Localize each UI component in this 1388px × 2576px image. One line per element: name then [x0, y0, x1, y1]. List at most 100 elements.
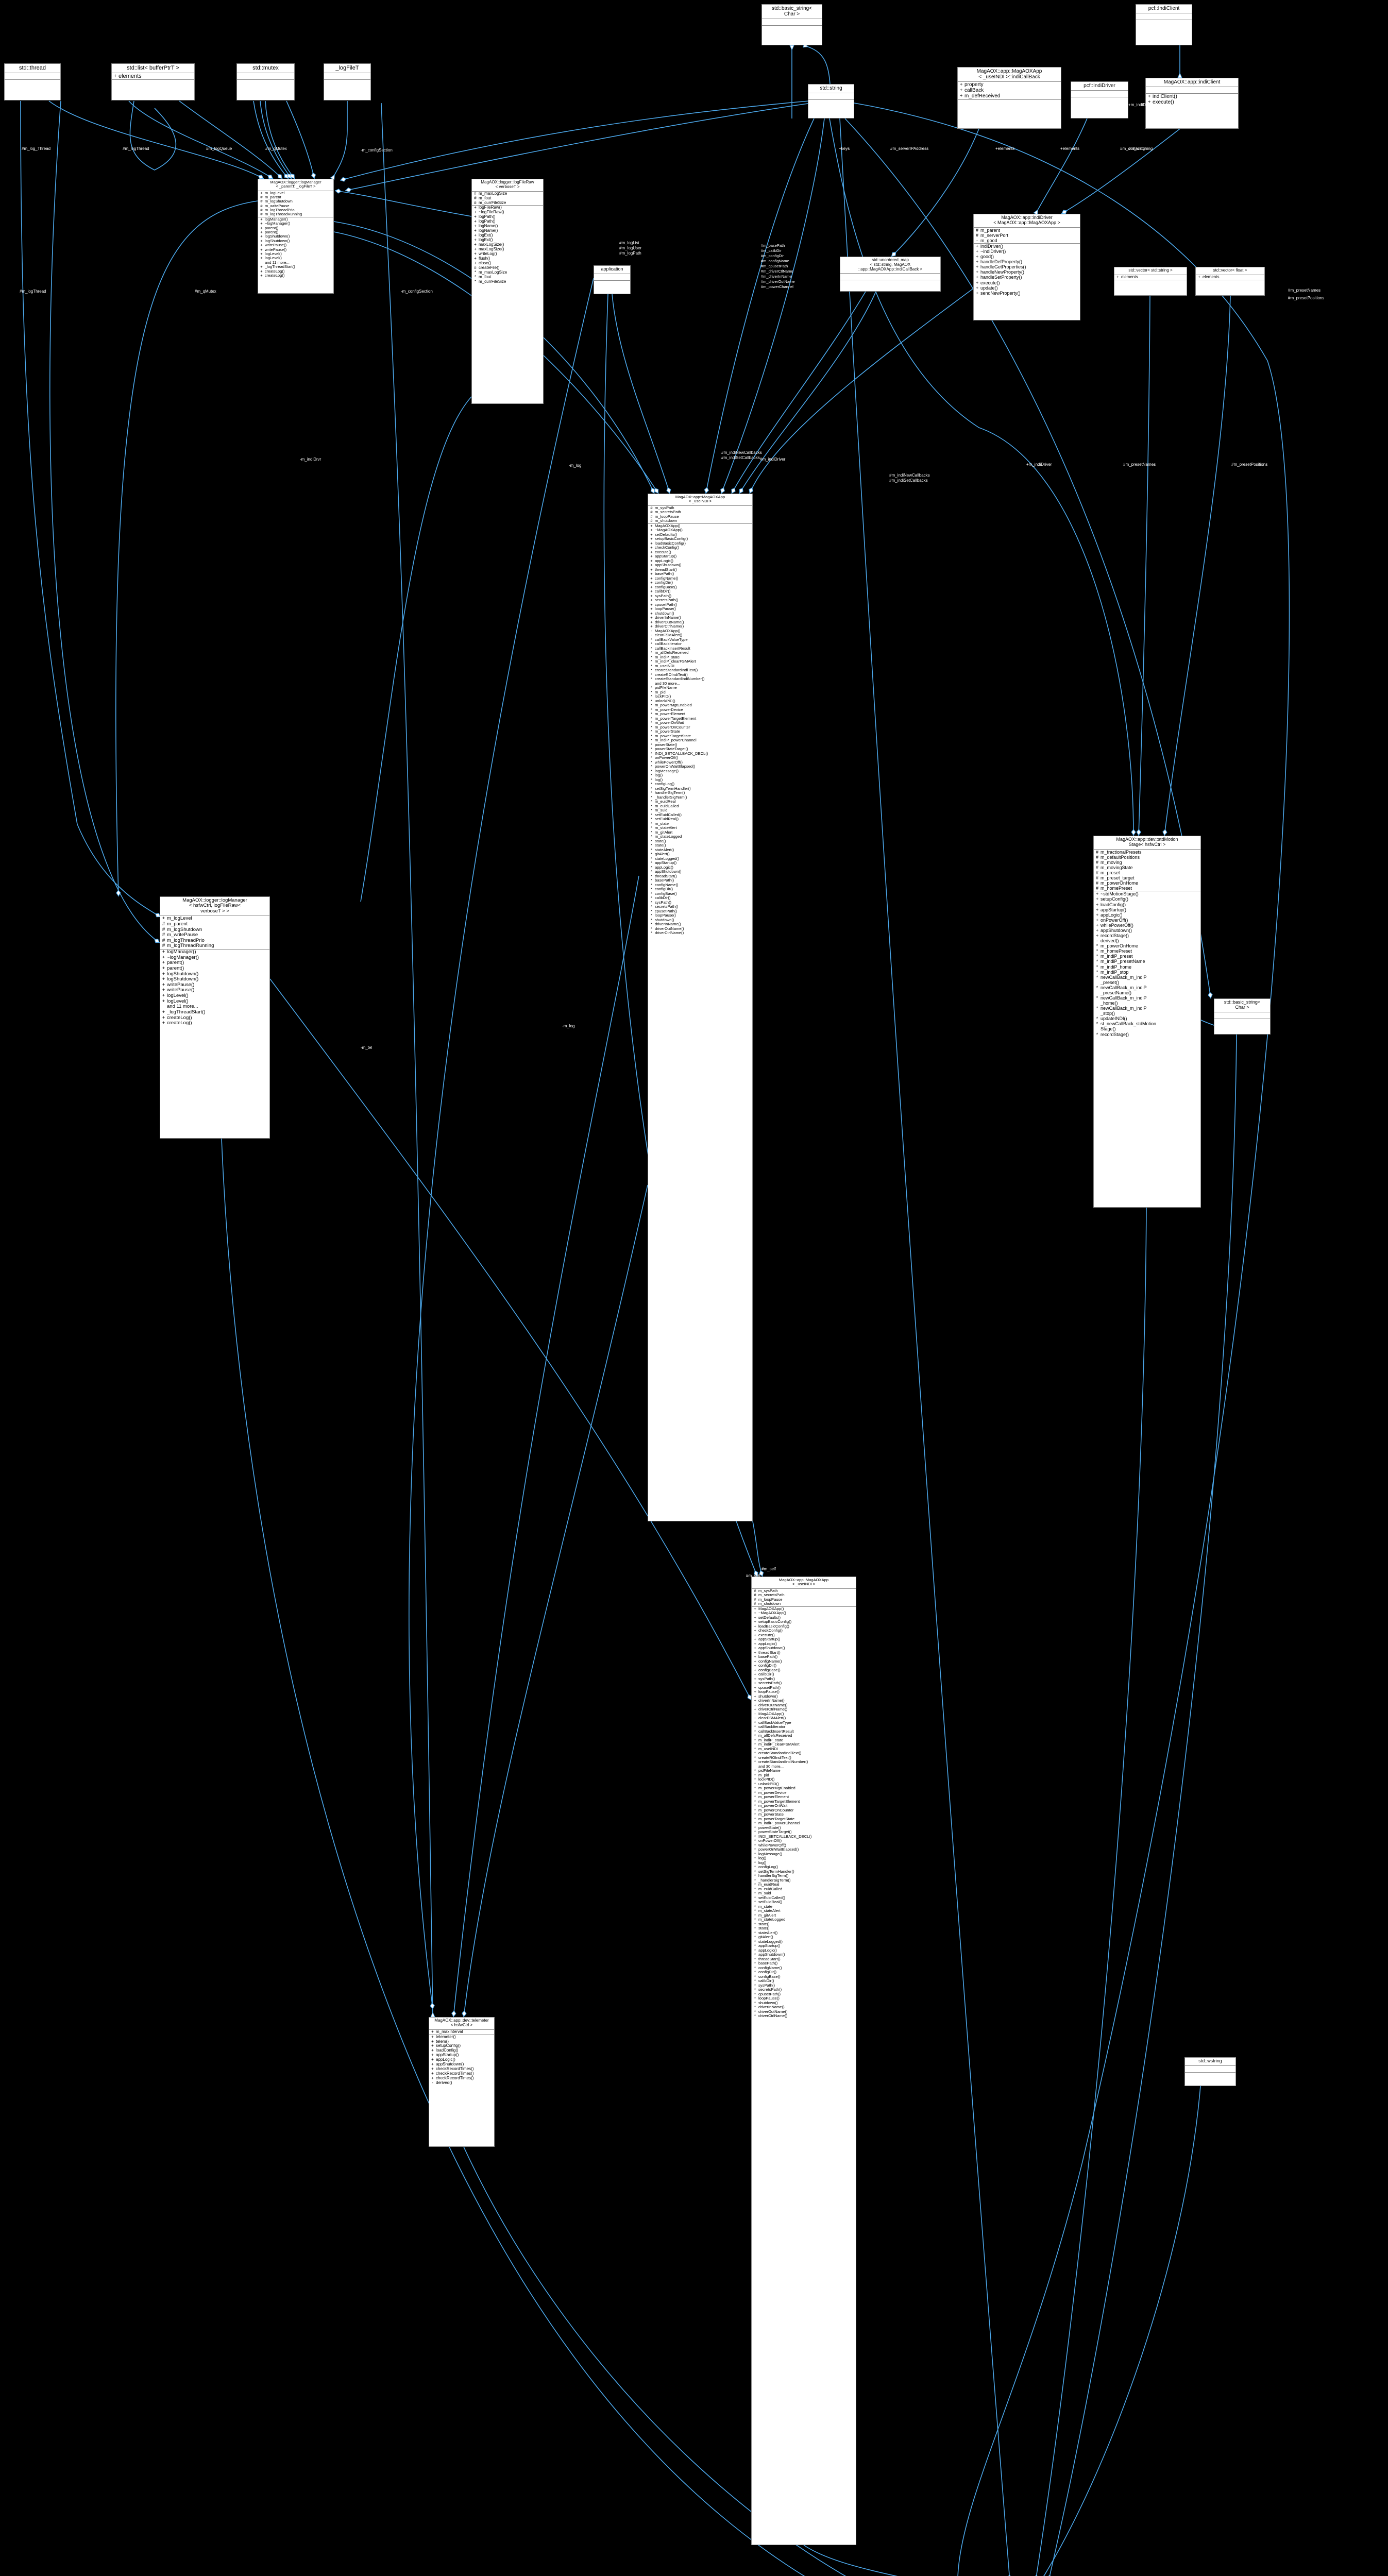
member-name: m_loopPause: [758, 1597, 783, 1602]
class-node-magaoxapp-bottom[interactable]: MagAOX::app::MagAOXApp < _useINDI >#m_sy…: [751, 1577, 856, 2545]
member-row: +elements: [112, 73, 194, 79]
attribute-section: +m_logLevel#m_parent#m_logShutdown#m_wri…: [160, 916, 269, 950]
member-name: logMessage(): [758, 1852, 783, 1856]
member-row: *log(): [752, 1860, 856, 1866]
member-name: threadStart(): [758, 1957, 781, 1961]
member-row: *stateLogged(): [752, 1939, 856, 1944]
member-row: #m_logShutdown: [160, 927, 269, 933]
member-name: logPath(): [479, 219, 496, 224]
member-row: *INDI_SETCALLBACK_DECL(): [752, 1834, 856, 1839]
member-row: *driverOutName(): [752, 2009, 856, 2014]
member-name: appShutdown(): [655, 563, 682, 568]
member-name: logMessage(): [655, 769, 679, 773]
class-node-pcf-indiclient[interactable]: pcf::IndiClient: [1136, 4, 1192, 45]
edge-label: +elements: [995, 146, 1015, 151]
member-name: m_stateAlert: [758, 1909, 781, 1913]
member-row: +_logThreadStart(): [160, 1009, 269, 1015]
member-name: powerOnWaitElapsed(): [758, 1848, 799, 1852]
class-node-indidriver[interactable]: MagAOX::app::indiDriver < MagAOX::app::M…: [973, 214, 1080, 320]
class-node-magaoxapp-indicallback[interactable]: MagAOX::app::MagAOXApp < _useINDI >::ind…: [957, 67, 1061, 129]
member-name: whilePowerOff(): [758, 1843, 786, 1848]
member-name: m_gitAlert: [758, 1913, 776, 1918]
member-name: checkConfig(): [655, 546, 679, 550]
class-node-application[interactable]: application: [594, 265, 631, 294]
class-node-std-unordered-map[interactable]: std::unordered_map < std::string, MagAOX…: [840, 257, 941, 292]
visibility-marker: +: [474, 238, 477, 243]
member-row: *m_suid: [752, 1891, 856, 1896]
class-node-std-wstring[interactable]: std::wstring: [1184, 2057, 1236, 2086]
class-node-magaoxapp-main[interactable]: MagAOX::app::MagAOXApp < _useINDI >#m_sy…: [648, 494, 753, 1521]
member-row: *callBackValueType: [648, 637, 752, 642]
class-node-logfileraw-top[interactable]: MagAOX::logger::logFileRaw < verboseT >#…: [471, 179, 544, 404]
member-name: powerStateTarget(): [655, 747, 688, 752]
member-row: +checkConfig(): [752, 1629, 856, 1633]
member-row: *appShutdown(): [752, 1953, 856, 1957]
member-row: *callBackValueType: [752, 1720, 856, 1725]
visibility-marker: +: [162, 971, 165, 977]
class-node-pcf-indidriver[interactable]: pcf::IndiDriver: [1071, 81, 1128, 118]
member-name: driverOutName(): [758, 2009, 788, 2014]
class-node-stdmotionstage[interactable]: MagAOX::app::dev::stdMotion Stage< hsfwC…: [1093, 836, 1201, 1208]
class-node-std-basic-string-char-2[interactable]: std::basic_string< Char >: [1214, 998, 1271, 1035]
member-name: appShutdown(): [758, 1646, 785, 1651]
member-name: st_newCallBack_stdMotion Stage(): [1101, 1021, 1157, 1032]
visibility-marker: +: [754, 1663, 756, 1668]
member-name: whilePowerOff(): [655, 760, 683, 765]
member-row: +driverInName(): [648, 616, 752, 620]
class-node-std-vector-float[interactable]: std::vector< float >+elements: [1195, 267, 1265, 296]
member-row: +execute(): [752, 1633, 856, 1638]
member-row: +handleGetProperties(): [974, 264, 1080, 269]
visibility-marker: -: [651, 628, 652, 633]
operation-section: [237, 80, 294, 86]
visibility-marker: *: [651, 676, 652, 682]
class-node-std-vector-std-string[interactable]: std::vector< std::string >+elements: [1114, 267, 1187, 296]
visibility-marker: +: [1147, 94, 1151, 99]
class-node-std-mutex[interactable]: std::mutex: [236, 63, 295, 100]
visibility-marker: +: [260, 243, 263, 248]
visibility-marker: *: [754, 1842, 756, 1848]
class-node-std-list-bufferptrt[interactable]: std::list< bufferPtrT >+elements: [111, 63, 195, 100]
member-row: +createLog(): [258, 273, 333, 278]
member-name: gitAlert(): [655, 852, 670, 857]
visibility-marker: #: [260, 203, 263, 208]
member-name: m_powerTargetState: [655, 734, 691, 738]
member-name: driverInName(): [758, 1699, 785, 1703]
class-node-logmanager-top[interactable]: MagAOX::logger::logManager < _parentT, _…: [258, 179, 334, 294]
class-node-std-thread[interactable]: std::thread: [4, 63, 61, 100]
member-row: *m_allDefsReceived: [648, 651, 752, 655]
class-node-logmanager-left[interactable]: MagAOX::logger::logManager < hsfwCtrl, l…: [160, 896, 270, 1139]
class-node-logfilet[interactable]: _logFileT: [324, 63, 371, 100]
visibility-marker: +: [650, 528, 653, 533]
visibility-marker: #: [754, 1601, 756, 1606]
member-row: *powerOnWaitElapsed(): [648, 765, 752, 769]
member-name: secretsPath(): [655, 598, 679, 603]
visibility-marker: *: [651, 707, 652, 712]
class-node-magaox-indiclient[interactable]: MagAOX::app::indiClient+indiClient()+exe…: [1145, 78, 1239, 129]
member-name: createLog(): [265, 273, 285, 278]
member-row: +~indiDriver(): [974, 249, 1080, 254]
visibility-marker: +: [754, 1685, 756, 1690]
visibility-marker: *: [754, 1768, 756, 1773]
edge-label: #m_qMutex: [265, 146, 287, 151]
class-node-std-basic-string-char[interactable]: std::basic_string< Char >: [761, 4, 822, 45]
class-node-std-string[interactable]: std::string: [808, 84, 854, 118]
visibility-marker: *: [651, 698, 652, 703]
member-row: *whilePowerOff(): [752, 1843, 856, 1848]
class-node-telemeter[interactable]: MagAOX::app::dev::telemeter < hsfwCtrl >…: [429, 2017, 495, 2147]
member-name: calibDir(): [655, 589, 671, 594]
member-name: m_writePause: [265, 204, 290, 208]
operation-section: +MagAOXApp()+~MagAOXApp()+setDefaults()+…: [752, 1606, 856, 2019]
member-row: *secretsPath(): [648, 905, 752, 909]
member-name: m_euidReal: [655, 800, 676, 804]
visibility-marker: +: [431, 2048, 434, 2053]
visibility-marker: *: [754, 1847, 756, 1852]
visibility-marker: *: [754, 1978, 756, 1984]
attribute-section: [594, 274, 630, 281]
visibility-marker: *: [651, 900, 652, 905]
member-name: logPath(): [479, 215, 496, 219]
visibility-marker: *: [754, 1961, 756, 1966]
member-row: *m_fout: [472, 275, 543, 280]
edge-label: #m_watching: [1128, 146, 1153, 151]
member-name: configDir(): [758, 1970, 777, 1975]
visibility-marker: #: [975, 227, 978, 233]
